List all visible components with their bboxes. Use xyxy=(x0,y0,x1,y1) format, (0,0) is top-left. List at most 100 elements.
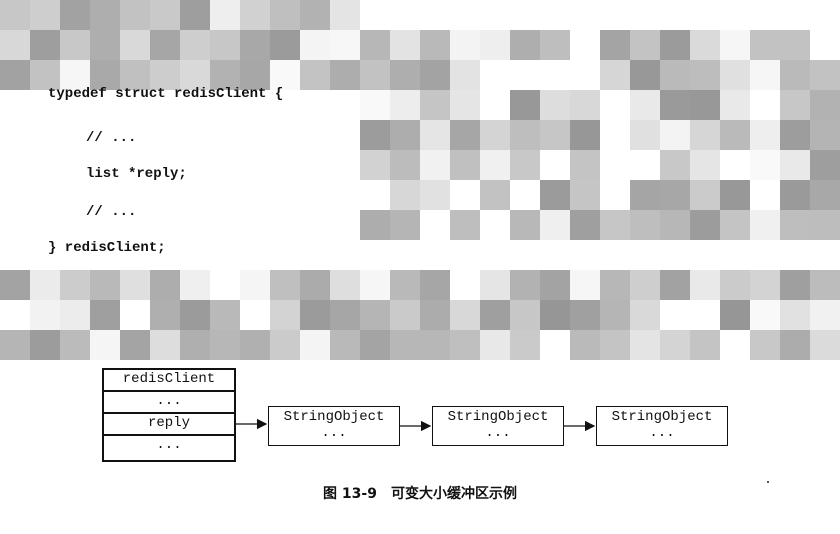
mosaic-tile xyxy=(390,60,420,90)
mosaic-tile xyxy=(90,30,120,60)
mosaic-tile xyxy=(330,30,360,60)
mosaic-tile xyxy=(270,60,300,90)
mosaic-tile xyxy=(810,90,840,120)
mosaic-tile xyxy=(120,270,150,300)
mosaic-tile xyxy=(180,60,210,90)
mosaic-tile xyxy=(780,330,810,360)
mosaic-tile xyxy=(180,30,210,60)
mosaic-tile xyxy=(690,30,720,60)
mosaic-tile xyxy=(150,270,180,300)
mosaic-tile xyxy=(60,300,90,330)
mosaic-tile xyxy=(810,270,840,300)
mosaic-tile xyxy=(150,60,180,90)
mosaic-tile xyxy=(90,60,120,90)
mosaic-tile xyxy=(450,90,480,120)
mosaic-tile xyxy=(180,300,210,330)
mosaic-tile xyxy=(420,90,450,120)
mosaic-tile xyxy=(60,0,90,30)
mosaic-tile xyxy=(630,120,660,150)
mosaic-tile xyxy=(150,30,180,60)
mosaic-tile xyxy=(210,60,240,90)
mosaic-tile xyxy=(780,270,810,300)
mosaic-tile xyxy=(390,150,420,180)
mosaic-tile xyxy=(330,270,360,300)
mosaic-tile xyxy=(60,30,90,60)
struct-cell-reply: reply xyxy=(102,412,236,434)
mosaic-tile xyxy=(450,150,480,180)
code-line: // ... xyxy=(86,130,137,146)
mosaic-tile xyxy=(330,330,360,360)
mosaic-tile xyxy=(90,330,120,360)
struct-cell-name: redisClient xyxy=(102,368,236,390)
mosaic-tile xyxy=(210,0,240,30)
mosaic-tile xyxy=(690,270,720,300)
mosaic-tile xyxy=(60,60,90,90)
mosaic-tile xyxy=(420,150,450,180)
mosaic-tile xyxy=(660,210,690,240)
mosaic-tile xyxy=(240,270,270,300)
mosaic-tile xyxy=(600,60,630,90)
mosaic-tile xyxy=(360,30,390,60)
mosaic-tile xyxy=(510,30,540,60)
mosaic-tile xyxy=(450,300,480,330)
mosaic-tile xyxy=(270,30,300,60)
mosaic-tile xyxy=(810,60,840,90)
mosaic-tile xyxy=(570,210,600,240)
mosaic-tile xyxy=(360,120,390,150)
mosaic-tile xyxy=(330,300,360,330)
node-body: ... xyxy=(321,425,347,441)
mosaic-tile xyxy=(690,120,720,150)
mosaic-tile xyxy=(720,180,750,210)
pixelated-redaction xyxy=(0,0,840,360)
mosaic-tile xyxy=(360,60,390,90)
mosaic-tile xyxy=(630,300,660,330)
mosaic-tile xyxy=(660,30,690,60)
mosaic-tile xyxy=(90,300,120,330)
mosaic-tile xyxy=(330,0,360,30)
node-title: StringObject xyxy=(447,409,549,425)
mosaic-tile xyxy=(240,60,270,90)
mosaic-tile xyxy=(120,30,150,60)
mosaic-tile xyxy=(390,330,420,360)
mosaic-tile xyxy=(30,0,60,30)
mosaic-tile xyxy=(420,300,450,330)
mosaic-tile xyxy=(810,180,840,210)
mosaic-tile xyxy=(810,120,840,150)
stray-dot xyxy=(767,481,769,483)
mosaic-tile xyxy=(720,30,750,60)
mosaic-tile xyxy=(570,270,600,300)
mosaic-tile xyxy=(270,0,300,30)
mosaic-tile xyxy=(600,330,630,360)
mosaic-tile xyxy=(240,30,270,60)
mosaic-tile xyxy=(510,150,540,180)
mosaic-tile xyxy=(120,60,150,90)
mosaic-tile xyxy=(390,30,420,60)
mosaic-tile xyxy=(480,270,510,300)
mosaic-tile xyxy=(510,300,540,330)
code-line: typedef struct redisClient { xyxy=(48,86,284,102)
mosaic-tile xyxy=(120,330,150,360)
mosaic-tile xyxy=(660,120,690,150)
mosaic-tile xyxy=(480,150,510,180)
mosaic-tile xyxy=(540,300,570,330)
mosaic-tile xyxy=(780,150,810,180)
mosaic-tile xyxy=(300,30,330,60)
mosaic-tile xyxy=(780,90,810,120)
mosaic-tile xyxy=(750,150,780,180)
mosaic-tile xyxy=(180,0,210,30)
mosaic-tile xyxy=(180,270,210,300)
mosaic-tile xyxy=(720,90,750,120)
mosaic-tile xyxy=(210,330,240,360)
mosaic-tile xyxy=(210,30,240,60)
mosaic-tile xyxy=(690,90,720,120)
mosaic-tile xyxy=(540,90,570,120)
mosaic-tile xyxy=(750,120,780,150)
mosaic-tile xyxy=(690,210,720,240)
mosaic-tile xyxy=(360,300,390,330)
mosaic-tile xyxy=(780,60,810,90)
mosaic-tile xyxy=(540,30,570,60)
string-object-node: StringObject ... xyxy=(268,406,400,446)
mosaic-tile xyxy=(630,90,660,120)
mosaic-tile xyxy=(300,270,330,300)
mosaic-tile xyxy=(420,270,450,300)
